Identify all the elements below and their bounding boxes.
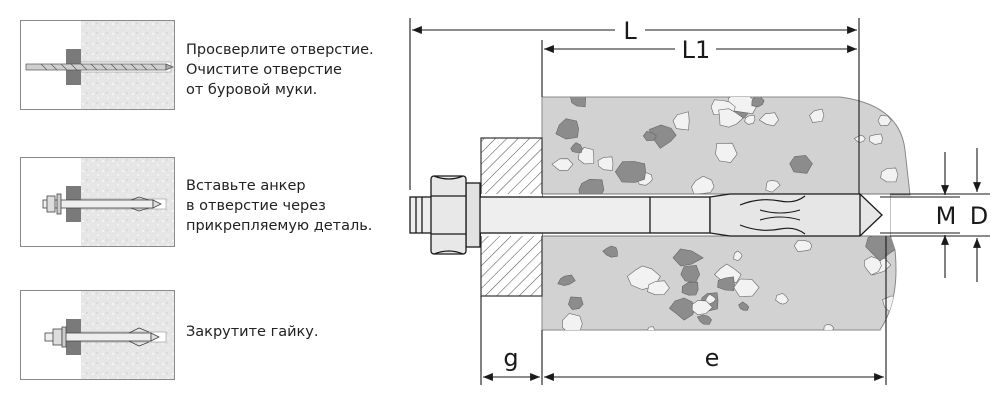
aggregate-stone xyxy=(715,142,738,163)
aggregate-stone xyxy=(793,239,813,252)
aggregate-stone xyxy=(895,246,907,257)
aggregate-stone xyxy=(672,111,690,131)
label-M: M xyxy=(936,202,957,230)
aggregate-stone xyxy=(681,281,699,296)
aggregate-stone xyxy=(570,97,586,108)
step-3-illustration xyxy=(20,290,175,380)
anchor-bolt xyxy=(409,175,883,255)
aggregate-stone xyxy=(869,133,883,145)
dimension-M-D xyxy=(880,148,990,282)
aggregate-stone xyxy=(668,297,697,321)
aggregate-stone xyxy=(717,276,735,291)
dimension-e xyxy=(544,236,887,385)
aggregate-stone xyxy=(738,301,750,311)
aggregate-stone xyxy=(557,274,576,286)
drill-step-icon xyxy=(25,21,174,109)
dimension-L xyxy=(409,18,860,194)
aggregate-stone xyxy=(597,156,614,171)
aggregate-stone xyxy=(704,293,717,305)
aggregate-stone xyxy=(733,250,743,262)
label-D: D xyxy=(970,202,988,230)
aggregate-stone xyxy=(751,97,765,108)
step-1-illustration xyxy=(20,20,175,110)
aggregate-stone xyxy=(562,313,583,330)
aggregate-stone xyxy=(864,256,882,276)
step-3-caption: Закрутите гайку. xyxy=(186,324,319,340)
aggregate-stone xyxy=(691,300,713,316)
aggregate-stone xyxy=(578,147,595,165)
label-e: e xyxy=(705,344,720,372)
aggregate-stone xyxy=(823,323,835,330)
aggregate-stone xyxy=(880,167,899,183)
aggregate-stone xyxy=(568,296,584,310)
aggregate-stone xyxy=(647,280,670,296)
step-2-caption: Вставьте анкер в отверстие через прикреп… xyxy=(186,178,373,234)
aggregate-stone xyxy=(789,155,813,174)
tighten-nut-step-icon xyxy=(44,291,174,379)
aggregate-stone xyxy=(570,142,583,153)
insert-anchor-step-icon xyxy=(42,158,174,246)
aggregate-stone xyxy=(775,292,789,305)
dimension-g xyxy=(480,296,543,385)
aggregate-stone xyxy=(877,114,892,127)
aggregate-stone xyxy=(691,175,715,195)
label-g: g xyxy=(503,344,518,372)
aggregate-stone xyxy=(744,114,756,125)
step-2-illustration xyxy=(20,157,175,247)
aggregate-stone xyxy=(809,108,825,123)
aggregate-stone xyxy=(647,326,656,330)
aggregate-stone xyxy=(672,248,704,267)
aggregate-stone xyxy=(696,314,712,325)
aggregate-stone xyxy=(642,130,657,141)
dimension-L1 xyxy=(541,40,857,97)
aggregate-stone xyxy=(555,118,579,140)
aggregate-stone xyxy=(718,108,744,128)
step-1-caption: Просверлите отверстие. Очистите отверсти… xyxy=(186,42,374,98)
aggregate-stone xyxy=(551,158,574,171)
aggregate-stone xyxy=(614,161,646,183)
aggregate-stone xyxy=(602,245,618,258)
aggregate-stone xyxy=(853,135,866,143)
label-L: L xyxy=(623,17,637,45)
label-L1: L1 xyxy=(682,36,711,64)
aggregate-stone xyxy=(765,180,781,193)
aggregate-stone xyxy=(758,112,779,127)
